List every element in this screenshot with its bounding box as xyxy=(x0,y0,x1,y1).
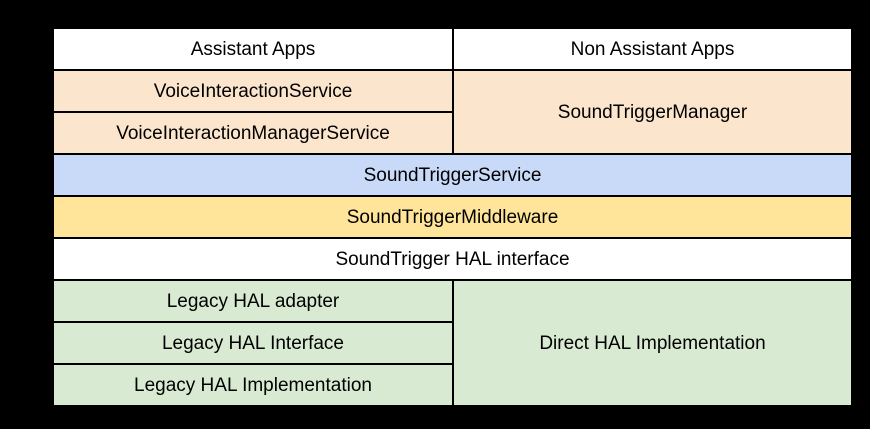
cell-sound-trigger-manager: SoundTriggerManager xyxy=(454,71,851,153)
cell-voice-interaction-service: VoiceInteractionService xyxy=(54,71,452,111)
cell-sound-trigger-middleware: SoundTriggerMiddleware xyxy=(54,197,851,237)
cell-legacy-hal-adapter: Legacy HAL adapter xyxy=(54,281,452,321)
cell-non-assistant-apps: Non Assistant Apps xyxy=(454,29,851,69)
cell-legacy-hal-interface: Legacy HAL Interface xyxy=(54,323,452,363)
cell-direct-hal-implementation: Direct HAL Implementation xyxy=(454,281,851,405)
cell-sound-trigger-hal-interface: SoundTrigger HAL interface xyxy=(54,239,851,279)
soundtrigger-stack-diagram: Assistant Apps Non Assistant Apps VoiceI… xyxy=(52,27,853,407)
cell-voice-interaction-manager-service: VoiceInteractionManagerService xyxy=(54,113,452,153)
cell-assistant-apps: Assistant Apps xyxy=(54,29,452,69)
cell-sound-trigger-service: SoundTriggerService xyxy=(54,155,851,195)
cell-legacy-hal-implementation: Legacy HAL Implementation xyxy=(54,365,452,405)
